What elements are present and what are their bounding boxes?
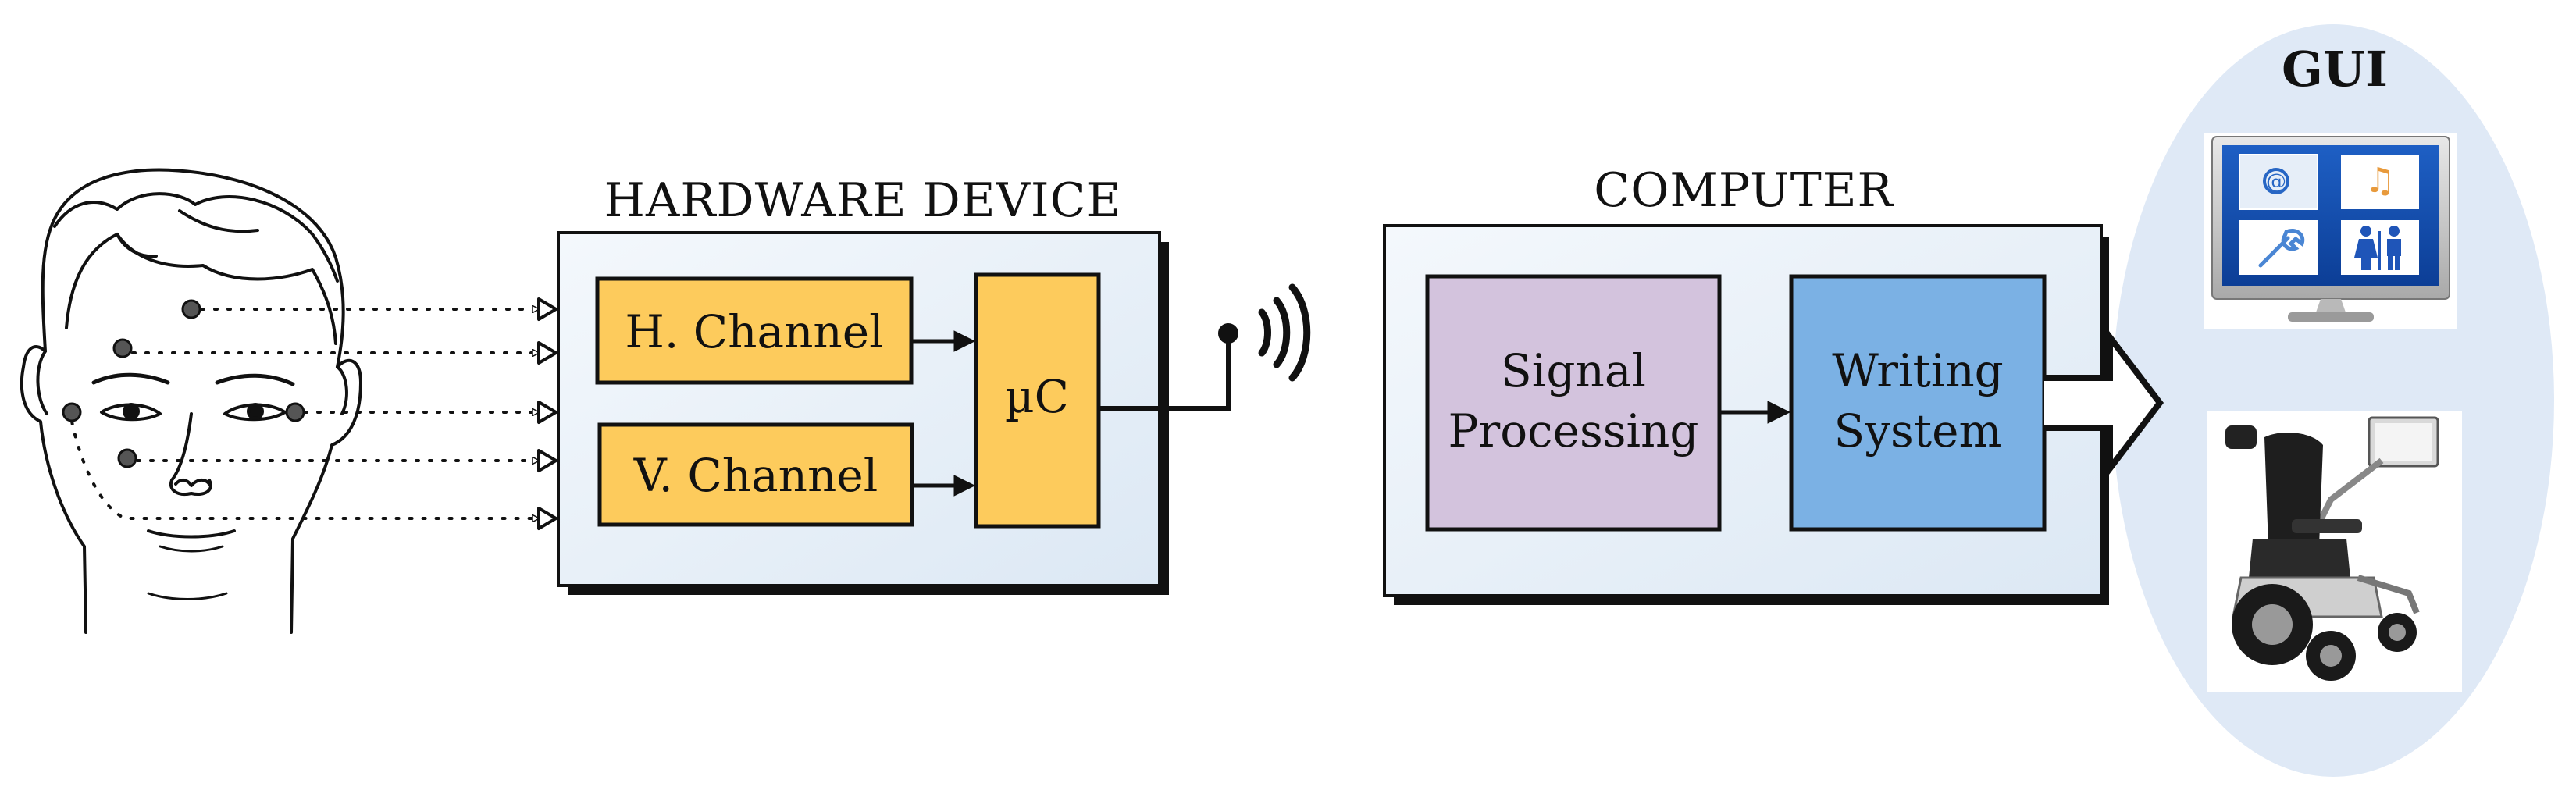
input-arrowheads <box>537 297 558 530</box>
electrode-dots <box>62 299 305 468</box>
electrode-lower <box>117 448 137 468</box>
output-arrow <box>2044 328 2164 478</box>
electrode-upper <box>112 338 133 358</box>
signal-processing-box <box>1425 274 1722 532</box>
v-channel-label: V. Channel <box>633 449 878 502</box>
face-sketch-icon <box>20 168 362 634</box>
signal-processing-line2: Processing <box>1448 404 1698 457</box>
writing-system-line1: Writing <box>1832 344 2004 397</box>
wheelchair-icon <box>2207 411 2462 692</box>
gui-title: GUI <box>2282 41 2388 98</box>
svg-text:@: @ <box>2266 170 2286 194</box>
wireless-antenna-icon <box>1098 283 1311 411</box>
signal-processing-line1: Signal <box>1501 344 1646 397</box>
electrode-right <box>285 402 305 422</box>
svg-text:♫: ♫ <box>2364 161 2395 201</box>
h-channel-label: H. Channel <box>625 305 883 358</box>
uc-label: µC <box>1005 370 1069 423</box>
h-channel-box <box>595 276 914 385</box>
v-channel-box <box>597 422 914 527</box>
electrode-left <box>62 402 82 422</box>
writing-system-line2: System <box>1834 404 2002 457</box>
monitor-gui-icon: @ ♫ <box>2204 133 2457 329</box>
signal-to-writing-arrow <box>1719 400 1791 424</box>
hardware-title: HARDWARE DEVICE <box>604 173 1122 228</box>
channel-to-uc-arrows <box>911 330 976 497</box>
electrode-top <box>181 299 201 319</box>
electrode-signal-lines <box>70 309 540 518</box>
computer-title: COMPUTER <box>1594 163 1894 218</box>
writing-system-box <box>1789 274 2047 532</box>
uc-box <box>974 272 1101 529</box>
